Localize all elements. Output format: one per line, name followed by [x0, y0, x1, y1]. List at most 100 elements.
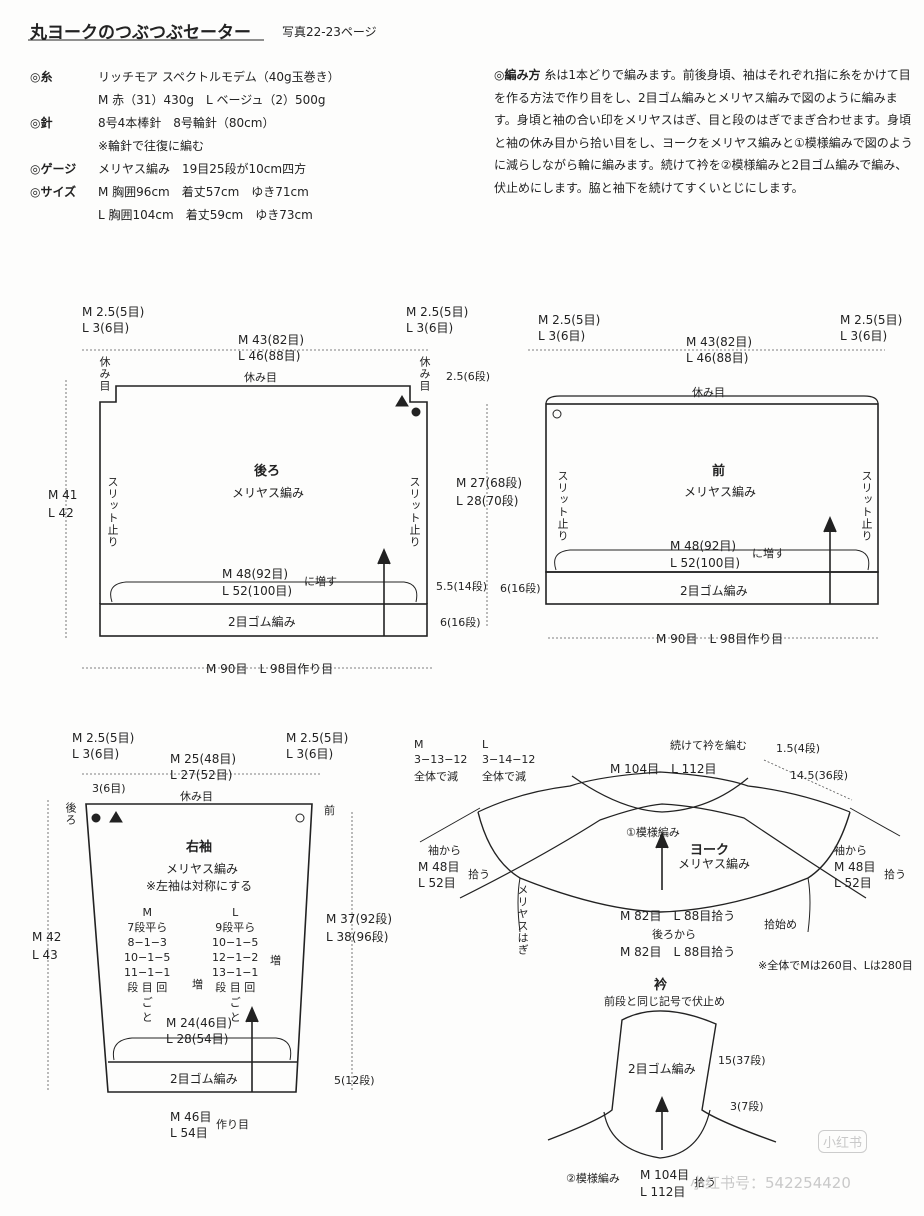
yoke-right-sleeve-m: M 48目 [834, 860, 876, 874]
yoke-seam-label: メリヤスはぎ [516, 884, 529, 956]
front-width-l: L 46(88目) [686, 351, 749, 365]
spec-line: M 赤（31）430g L ベージュ（2）500g [98, 93, 326, 107]
increase-row: 9段平ら [215, 921, 256, 934]
yoke-decrease-m-header: M [414, 738, 424, 751]
increase-row: 段 目 回 [215, 981, 256, 994]
front-increase-l: L 52(100目) [670, 556, 741, 570]
yoke-decrease-l-sequence: 3−14−12 [482, 753, 536, 766]
spec-key: ◎針 [30, 116, 53, 130]
front-increase-word: に増す [752, 547, 785, 560]
yoke-decrease-l-header: L [482, 738, 489, 751]
front-shoulder-right-m: M 2.5(5目) [840, 313, 903, 327]
collar-cast-off-note: 前段と同じ記号で伏止め [604, 995, 725, 1008]
collar-outline [547, 1010, 777, 1143]
back-length-l: L 42 [48, 506, 74, 520]
increase-row: ご [141, 996, 153, 1009]
front-rib-label: 2目ゴム編み [680, 584, 748, 598]
yoke-left-sleeve-l: L 52目 [418, 876, 456, 890]
back-increase-word: に増す [304, 575, 337, 588]
instructions-heading: ◎編み方 [494, 68, 541, 82]
back-rib-outline [99, 603, 428, 637]
back-body-outline [99, 385, 428, 604]
yoke-decrease-l-total: 全体で減 [482, 770, 526, 783]
increase-row: 段 目 回 [127, 981, 168, 994]
spec-needles: ◎針 8号4本棒針 8号輪針（80cm） [30, 112, 340, 135]
back-length-m: M 41 [48, 488, 78, 502]
increase-row: L [232, 906, 239, 919]
yoke-stitch-pattern: メリヤス編み [678, 857, 751, 871]
spec-line: 8号4本棒針 8号輪針（80cm） [98, 116, 275, 130]
increase-row: M [142, 906, 152, 919]
back-shoulder-right-m: M 2.5(5目) [406, 305, 469, 319]
collar-rib-label: 2目ゴム編み [628, 1062, 696, 1076]
sleeve-rib-label: 2目ゴム編み [170, 1072, 238, 1086]
instructions: ◎編み方 糸は1本どりで編みます。前後身頃、袖はそれぞれ指に糸をかけて目を作る方… [494, 64, 918, 199]
sleeve-cast-on-m: M 46目 [170, 1110, 212, 1124]
back-increase-m: M 48(92目) [222, 567, 289, 581]
front-width-m: M 43(82目) [686, 335, 753, 349]
sleeve-length-l: L 43 [32, 948, 58, 962]
sleeve-title: 右袖 [186, 840, 213, 855]
sleeve-mirror-note: ※左袖は対称にする [146, 879, 253, 893]
spec-size: ◎サイズ M 胸囲96cm 着丈57cm ゆき71cm [30, 181, 340, 204]
front-title: 前 [712, 464, 726, 479]
increase-row: と [229, 1011, 241, 1024]
sleeve-rows-l: L 38(96段) [326, 930, 389, 944]
spec-gauge: ◎ゲージ メリヤス編み 19目25段が10cm四方 [30, 158, 340, 181]
back-width-m: M 43(82目) [238, 333, 305, 347]
yoke-total-note: ※全体でMは260目、Lは280目 [758, 959, 913, 972]
yoke-decrease-m-total: 全体で減 [414, 770, 458, 783]
increase-row: 12−1−2 [212, 951, 259, 964]
back-shoulder-rows: 2.5(6段) [446, 370, 491, 383]
back-slit-stop-left: スリット止り [106, 476, 119, 548]
sleeve-front-marker: 前 [324, 804, 335, 817]
yoke-front-pick-up: M 82目 L 88目拾う [620, 909, 736, 923]
sleeve-cuff-width-l: L 28(54目) [166, 1032, 229, 1046]
back-cast-on: M 90目 L 98目作り目 [206, 662, 334, 676]
spec-key: ◎糸 [30, 70, 53, 84]
sleeve-rows-m: M 37(92段) [326, 912, 393, 926]
sleeve-increase-table-l: L 9段平ら 10−1−5 12−1−2 13−1−1 段 目 回 ご と [212, 905, 258, 1025]
increase-row: ご [229, 996, 241, 1009]
yoke-upper-rows: 1.5(4段) [776, 742, 821, 755]
back-shoulder-left-l: L 3(6目) [82, 321, 130, 335]
sleeve-top-left-l: L 3(6目) [72, 747, 120, 761]
page-title: 丸ヨークのつぶつぶセーター [30, 23, 251, 43]
yoke-title: ヨーク [690, 843, 730, 858]
sleeve-small-measure: 3(6目) [92, 782, 126, 795]
sleeve-cast-on-l: L 54目 [170, 1126, 208, 1140]
yoke-right-sleeve-l: L 52目 [834, 876, 872, 890]
back-shoulder-left-m: M 2.5(5目) [82, 305, 145, 319]
back-stitch-pattern: メリヤス編み [232, 486, 305, 500]
back-body-rows-m: M 27(68段) [456, 476, 523, 490]
yoke-rows: 14.5(36段) [790, 769, 849, 782]
increase-row: 10−1−5 [212, 936, 259, 949]
back-slit-rows: 5.5(14段) [436, 580, 488, 593]
back-width-l: L 46(88目) [238, 349, 301, 363]
front-shoulder-left-l: L 3(6目) [538, 329, 586, 343]
back-body-rows-l: L 28(70段) [456, 494, 519, 508]
yoke-back-from: 後ろから [652, 928, 696, 941]
sleeve-increase-word-m: 増 [192, 978, 203, 991]
back-slit-stop-right: スリット止り [408, 476, 421, 548]
yoke-collar-continue: 続けて衿を編む [670, 739, 747, 752]
collar-pick-up-l: L 112目 [640, 1185, 686, 1199]
yoke-neck-count: M 104目 L 112目 [610, 762, 717, 776]
collar-pattern-rows: 3(7段) [730, 1100, 764, 1113]
sleeve-cast-on-word: 作り目 [216, 1118, 249, 1131]
front-shoulder-left-m: M 2.5(5目) [538, 313, 601, 327]
sleeve-cuff-width-m: M 24(46目) [166, 1016, 233, 1030]
front-increase-m: M 48(92目) [670, 539, 737, 553]
spec-key: ◎ゲージ [30, 162, 77, 176]
page-reference: 写真22-23ページ [282, 25, 377, 39]
increase-row: 10−1−5 [124, 951, 171, 964]
sleeve-width-l: L 27(52目) [170, 768, 233, 782]
yoke-left-sleeve-from: 袖から [428, 844, 461, 857]
sleeve-length-m: M 42 [32, 930, 62, 944]
back-shoulder-right-l: L 3(6目) [406, 321, 454, 335]
spec-line: メリヤス編み 19目25段が10cm四方 [98, 162, 307, 176]
sleeve-rib-rows: 5(12段) [334, 1074, 375, 1087]
sleeve-top-right-m: M 2.5(5目) [286, 731, 349, 745]
watermark-id: 小红书号：542254420 [690, 1174, 851, 1192]
